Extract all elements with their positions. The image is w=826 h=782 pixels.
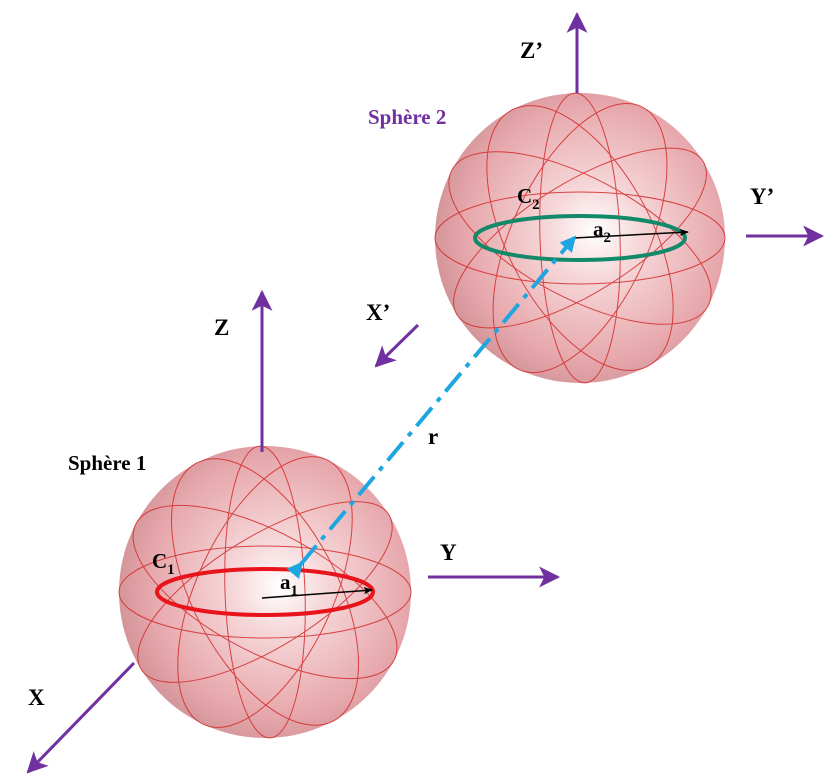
axis-y-label: Y <box>440 540 457 565</box>
sphere-2: Sphère 2 C2 a2 <box>368 92 726 384</box>
coil-1-label: C1 <box>152 549 175 578</box>
radius-1-label: a1 <box>280 570 298 599</box>
sphere-1-wireframe <box>118 445 412 739</box>
sphere-2-label: Sphère 2 <box>368 105 446 129</box>
sphere-1: Sphère 1 C1 a1 <box>68 445 412 739</box>
radius-1-arrow <box>261 586 373 599</box>
sphere-1-body <box>119 446 411 738</box>
axis-x-arrow <box>26 661 136 774</box>
coil-1 <box>155 567 375 617</box>
coil-2-label: C2 <box>517 184 540 213</box>
axis-y-prime-label: Y’ <box>750 184 774 209</box>
radius-2-label: a2 <box>593 217 611 246</box>
axes-sphere-1 <box>26 289 561 774</box>
axes-sphere-2 <box>374 11 825 368</box>
distance-label: r <box>428 424 438 449</box>
axis-z-label: Z <box>214 315 229 340</box>
axis-z-prime-label: Z’ <box>520 38 543 63</box>
axis-x-label: X <box>28 685 45 710</box>
sphere-1-label: Sphère 1 <box>68 451 146 475</box>
radius-2-arrow <box>573 228 689 239</box>
axis-x-prime-label: X’ <box>366 300 390 325</box>
distance-line <box>286 235 577 579</box>
distance-r: r <box>286 235 577 579</box>
axis-x-prime-arrow <box>374 323 420 368</box>
